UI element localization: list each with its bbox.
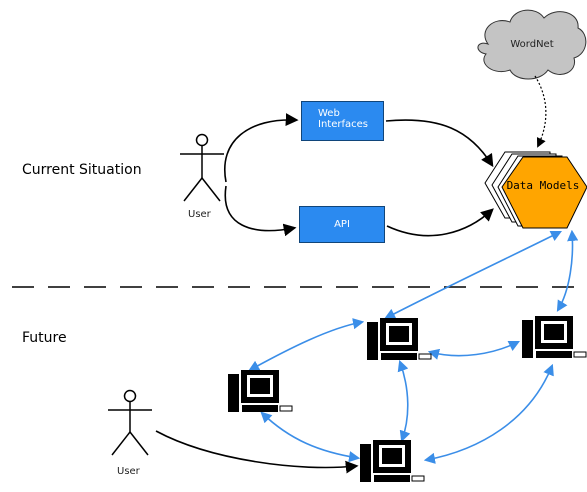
computer-icon-right [522, 316, 587, 358]
user-label-bottom: User [117, 466, 140, 477]
user-to-computer-arrow [155, 430, 359, 474]
data-models-label: Data Models [506, 179, 580, 192]
user-label-top: User [188, 209, 211, 220]
computer-icon-bottom [360, 440, 425, 482]
connector-bottom-to-right [423, 363, 554, 464]
api-box: API [299, 206, 385, 243]
user-figure-top [180, 133, 224, 202]
connector-top-to-right [427, 340, 521, 360]
api-label: API [334, 219, 350, 230]
web-to-datamodels-arrow [385, 119, 494, 168]
web-interfaces-label: Web Interfaces [318, 108, 368, 130]
connector-left-to-top [248, 318, 365, 372]
connector-top-to-datamodels [384, 230, 563, 320]
api-to-datamodels-arrow [386, 208, 494, 237]
user-to-api-arrow [224, 185, 297, 237]
wordnet-cloud [477, 9, 587, 80]
data-models-hexagon [501, 156, 587, 229]
user-figure-bottom [108, 389, 152, 456]
web-interfaces-box: Web Interfaces [301, 101, 384, 141]
user-to-web-arrow [224, 113, 299, 183]
computer-icon-top [367, 318, 432, 360]
wordnet-arrow [534, 75, 547, 148]
connector-right-to-datamodels [556, 229, 579, 312]
wordnet-label: WordNet [510, 39, 554, 50]
future-label: Future [22, 330, 67, 346]
connector-left-to-bottom [260, 411, 361, 463]
computer-icon-left [228, 370, 293, 412]
current-situation-label: Current Situation [22, 162, 142, 178]
connector-top-to-bottom [397, 359, 411, 443]
blue-connectors [248, 229, 579, 464]
